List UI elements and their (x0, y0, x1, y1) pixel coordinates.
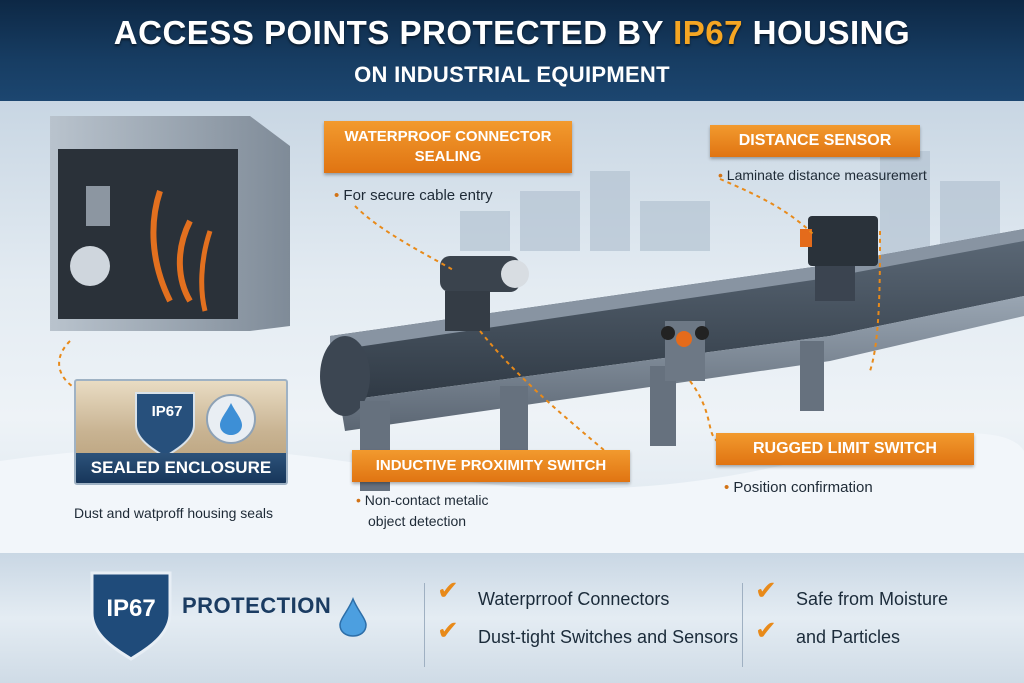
footer-item-1: Waterprroof Connectors (478, 589, 670, 609)
desc-distance: Laminate distance measuremert (718, 165, 927, 186)
footer-item-3: Safe from Moisture (796, 589, 949, 609)
connector-sensor (440, 256, 529, 331)
title-part-1: ACCESS POINTS PROTECTED BY (113, 14, 674, 51)
limit-switch-device (661, 321, 709, 381)
desc-enclosure: Dust and watproff housing seals (74, 505, 273, 521)
label-distance-sensor: DISTANCE SENSOR (710, 125, 920, 157)
water-drop-icon (339, 597, 367, 637)
water-drop-icon (220, 403, 242, 435)
distance-sensor-device (800, 216, 878, 301)
sealed-enclosure-box (50, 116, 290, 331)
enclosure-ip67-badge: IP67 (151, 403, 183, 420)
label-waterproof-line2: SEALING (414, 148, 482, 165)
scene-illustration (0, 116, 1024, 553)
label-inductive-proximity: INDUCTIVE PROXIMITY SWITCH (352, 450, 630, 482)
check-icon: ✔ (437, 575, 459, 605)
footer-panel: IP67 PROTECTION ✔ Waterprroof Connectors… (0, 553, 1024, 683)
subtitle: ON INDUSTRIAL EQUIPMENT (354, 62, 670, 87)
ip67-shield-icon (90, 571, 172, 661)
equipment-scene: WATERPROOF CONNECTOR SEALING For secure … (0, 101, 1024, 553)
footer-item-4: and Particles (796, 627, 901, 647)
sealed-enclosure-card: IP67 SEALED ENCLOSURE (74, 379, 288, 485)
title-part-2: HOUSING (743, 14, 911, 51)
footer-protection-text: PROTECTION (182, 593, 332, 618)
footer-item-2: Dust-tight Switches and Sensors (478, 627, 739, 647)
desc-waterproof: For secure cable entry (334, 185, 492, 206)
desc-inductive-line2: object detection (368, 513, 467, 529)
enclosure-banner: SEALED ENCLOSURE (76, 453, 286, 483)
footer-divider-1 (424, 583, 425, 667)
main-title: ACCESS POINTS PROTECTED BY IP67 HOUSING (0, 14, 1024, 52)
label-limit-switch: RUGGED LIMIT SWITCH (716, 433, 974, 465)
check-icon: ✔ (437, 615, 459, 645)
footer-divider-2 (742, 583, 743, 667)
footer-ip67-text: IP67 (106, 595, 156, 622)
desc-limit: Position confirmation (724, 477, 872, 498)
header-banner: ACCESS POINTS PROTECTED BY IP67 HOUSING … (0, 0, 1024, 101)
label-waterproof-line1: WATERPROOF CONNECTOR (344, 128, 552, 145)
title-accent-ip67: IP67 (673, 14, 743, 51)
shield-icon (135, 392, 256, 460)
check-icon: ✔ (755, 615, 777, 645)
desc-inductive: Non-contact metalic object detection (356, 490, 489, 532)
check-icon: ✔ (755, 575, 777, 605)
label-waterproof-connector: WATERPROOF CONNECTOR SEALING (324, 121, 572, 173)
desc-inductive-line1: Non-contact metalic (364, 492, 489, 508)
